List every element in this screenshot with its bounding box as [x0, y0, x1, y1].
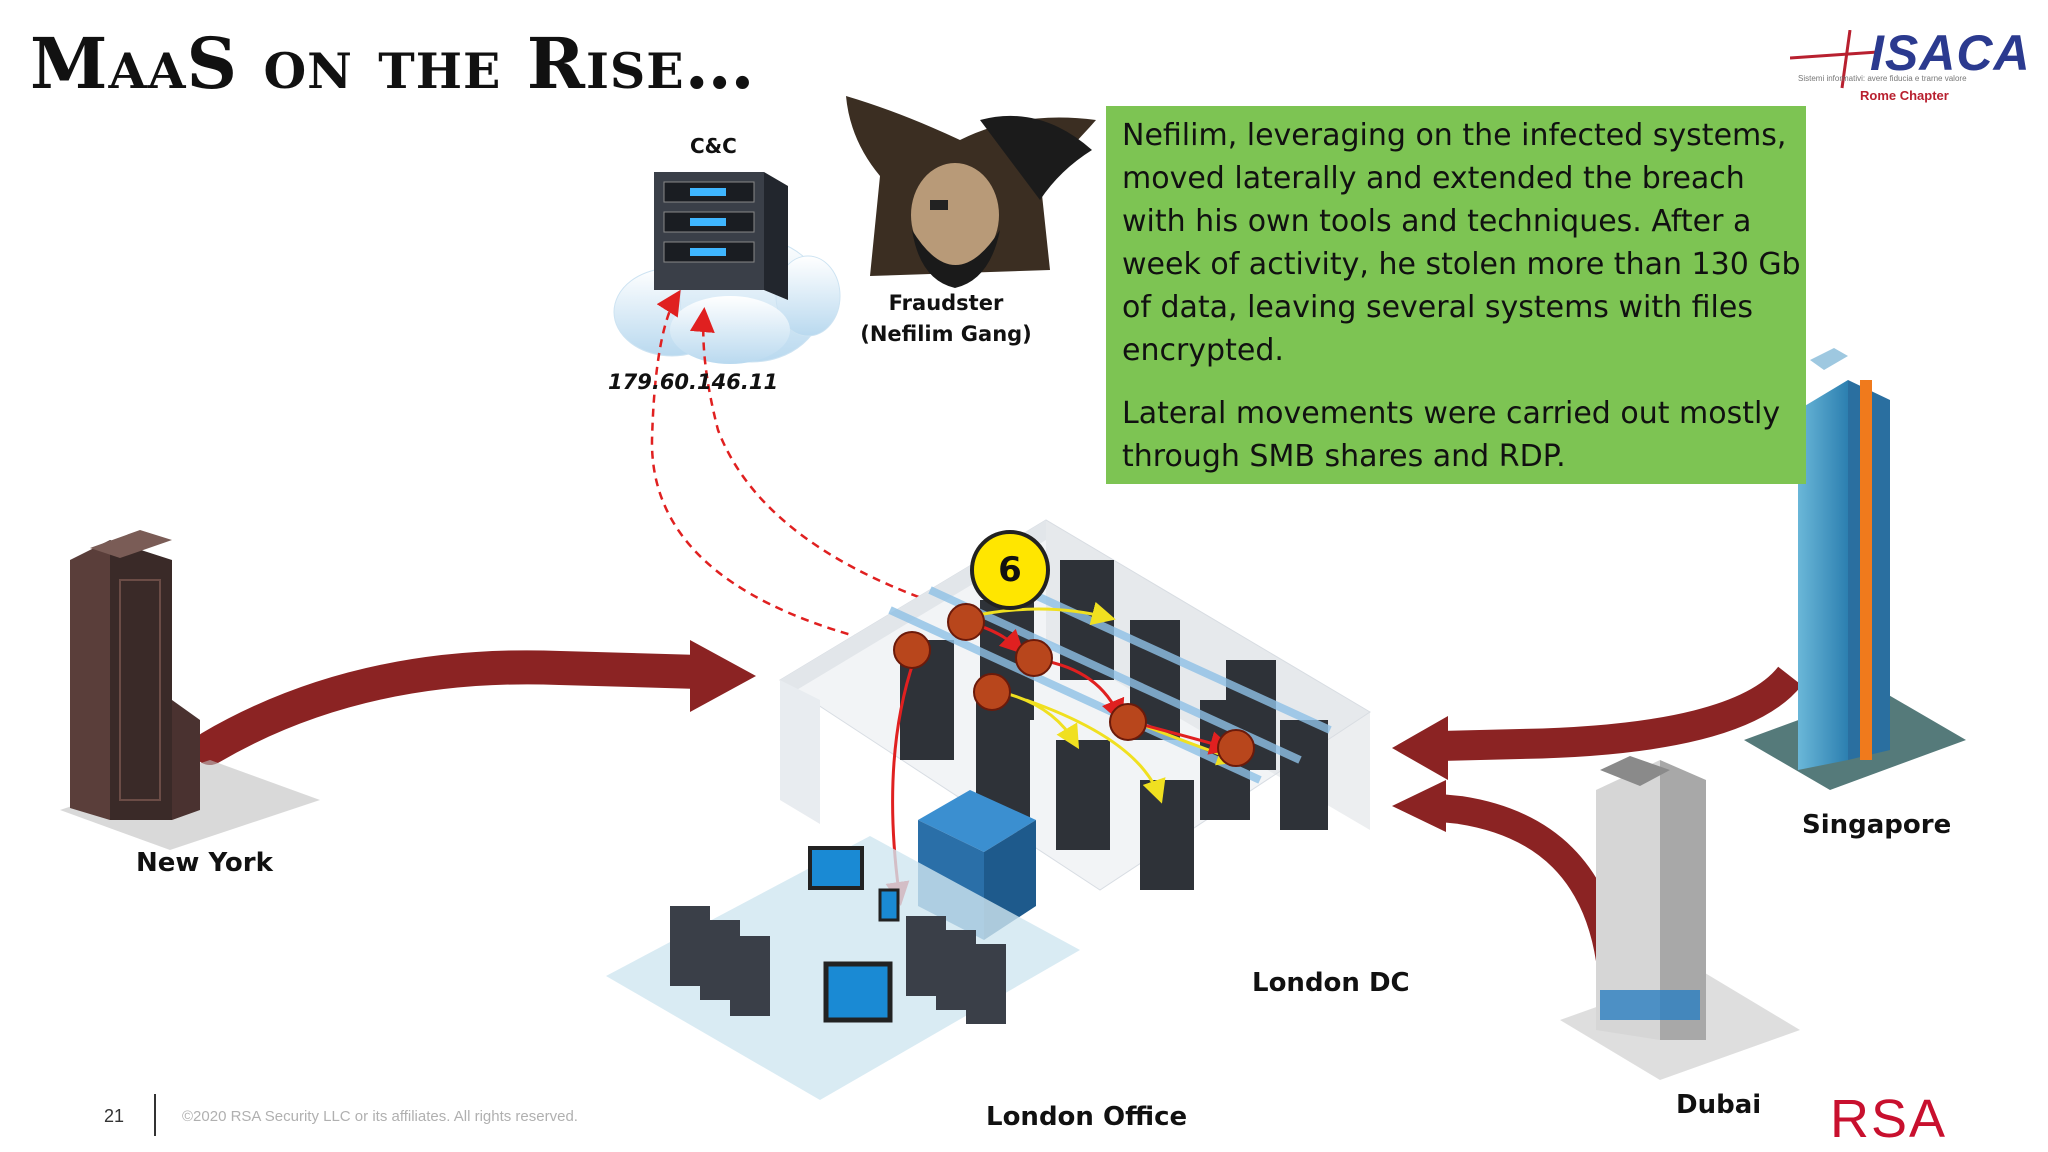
singapore-building-icon [1744, 348, 1966, 790]
isaca-chapter: Rome Chapter [1860, 88, 1949, 103]
rsa-logo: RSA [1830, 1089, 1948, 1149]
callout-box [1106, 106, 1806, 484]
dubai-label: Dubai [1676, 1090, 1762, 1120]
fraudster-icon [846, 96, 1096, 288]
callout-paragraph-1: Nefilim, leveraging on the infected syst… [1122, 118, 1801, 368]
fraudster-label-line1: Fraudster [888, 291, 1004, 315]
biohazard-icon [893, 603, 1255, 767]
isaca-logo: ISACA [1870, 25, 2031, 81]
footer-divider [154, 1094, 156, 1136]
fraudster-label: Fraudster (Nefilim Gang) [858, 288, 1034, 350]
callout-text: Nefilim, leveraging on the infected syst… [1122, 114, 1812, 498]
fraudster-label-line2: (Nefilim Gang) [860, 322, 1032, 346]
london-office-label: London Office [986, 1102, 1188, 1132]
london-dc-label: London DC [1252, 968, 1410, 998]
london-office-floor [606, 836, 1080, 1100]
isaca-tagline: Sistemi informativi: avere fiducia e tra… [1798, 74, 1967, 83]
copyright-text: ©2020 RSA Security LLC or its affiliates… [182, 1108, 578, 1125]
new-york-label: New York [136, 848, 273, 878]
page-number: 21 [104, 1106, 125, 1126]
step-number: 6 [998, 550, 1022, 590]
cnc-server-icon [613, 172, 841, 364]
ip-address-label: 179.60.146.11 [608, 370, 779, 394]
isaca-star-icon [1790, 30, 1879, 89]
callout-paragraph-2: Lateral movements were carried out mostl… [1122, 396, 1781, 474]
singapore-label: Singapore [1802, 810, 1952, 840]
new-york-building-icon [60, 530, 320, 850]
slide-title: MaaS on the Rise… [30, 22, 756, 105]
cnc-label: C&C [690, 134, 737, 158]
step-badge: 6 [970, 530, 1050, 610]
dubai-building-icon [1560, 756, 1800, 1080]
